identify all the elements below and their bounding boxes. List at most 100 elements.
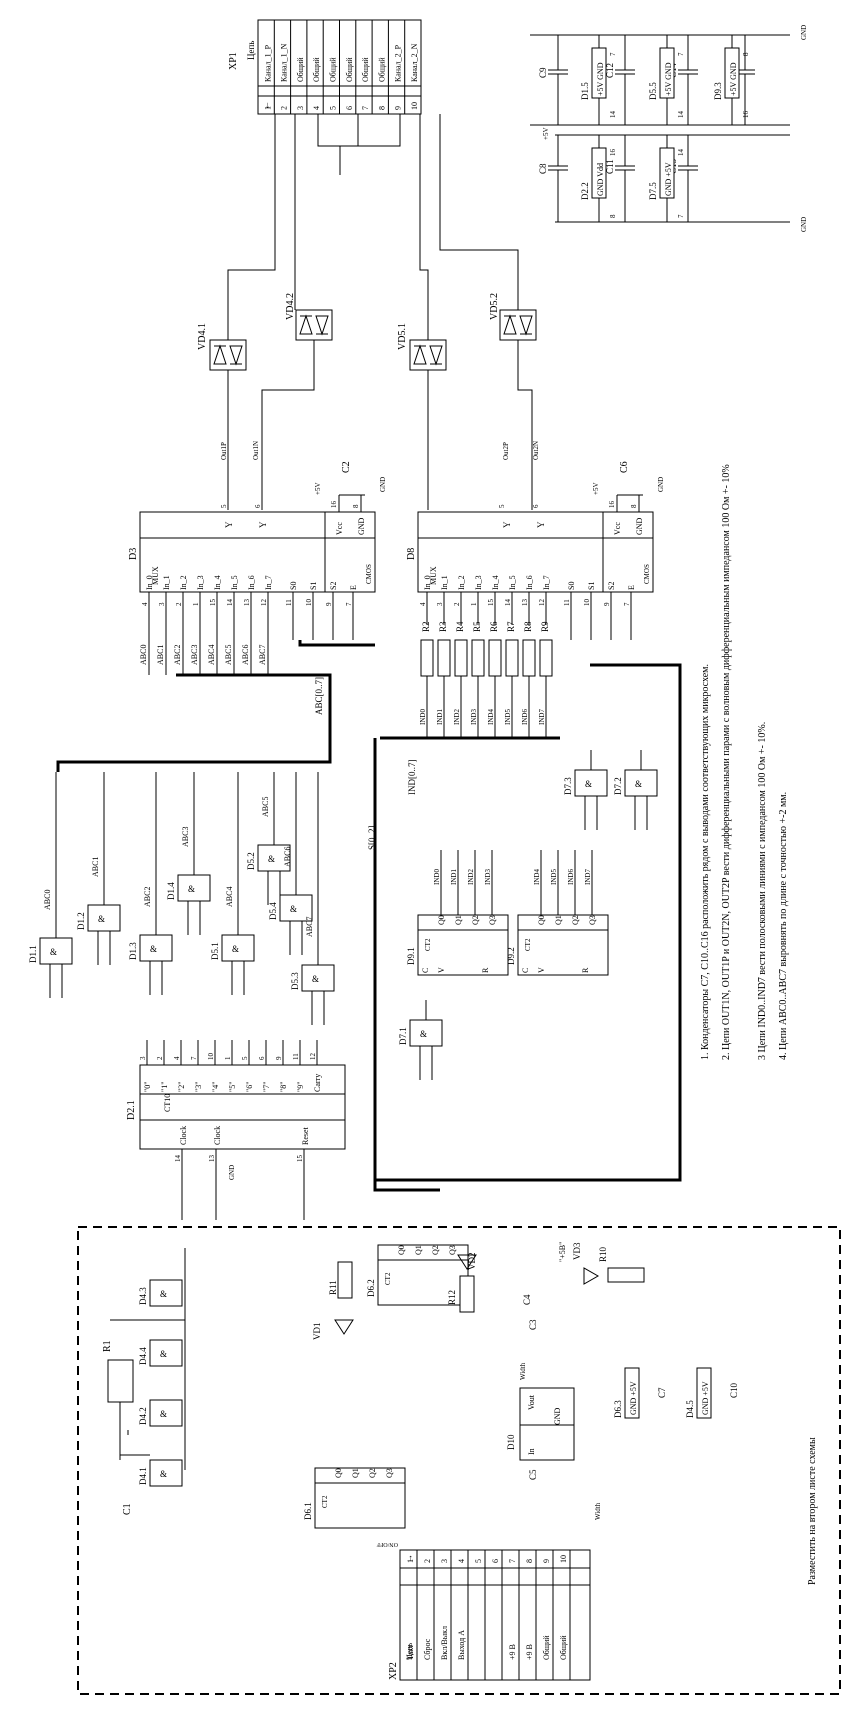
pin-number: 14 — [677, 111, 685, 119]
chip-outline — [696, 1367, 712, 1419]
mux-input-pin: 15 — [487, 599, 495, 607]
gate-ref: D1.2 — [76, 912, 86, 930]
and-symbol: & — [268, 854, 275, 864]
gate-ref: D1.4 — [166, 882, 176, 900]
counter-output-label: Q1 — [454, 915, 463, 925]
xp1-pin-number: 7 — [361, 106, 370, 110]
mux-select-pin: 7 — [623, 602, 631, 606]
pin-number: 16 — [609, 149, 617, 157]
decoupling-block: GND GND +5V C9C12C14C15C8C11C13+5V GNDD1… — [530, 25, 808, 232]
counter-title: CT2 — [384, 1272, 392, 1285]
net-label: IND6 — [567, 869, 575, 885]
xp2-pin-signal: Вкл/Выкл — [440, 1626, 449, 1660]
xp1-pin-signal: Общий — [377, 57, 386, 82]
mux-input-label: In_3 — [196, 575, 205, 590]
xp1-pin-signal: Канал_2_P — [394, 44, 403, 82]
xp2-pin-signal: +9 В — [508, 1644, 517, 1660]
out1p-label: Out1P — [220, 442, 228, 460]
counter-output-label: "9" — [296, 1081, 305, 1092]
mux-input-label: In_0 — [423, 575, 432, 590]
mux-select-pin: 7 — [345, 602, 353, 606]
s-bus-label: S[0..2] — [367, 825, 377, 850]
vcc-label: +5V — [592, 482, 600, 495]
and-symbol: & — [98, 914, 105, 924]
xp2-pin-number: 2 — [423, 1559, 432, 1563]
net-label: IND1 — [436, 709, 444, 725]
mux-input-label: In_2 — [179, 575, 188, 590]
counter-output-label: Q3 — [588, 915, 597, 925]
chip-ref: D5.5 — [648, 82, 658, 100]
xp1-pin-number: 3 — [296, 106, 305, 110]
diode-icon — [299, 314, 313, 335]
resistor-outline — [337, 1261, 353, 1299]
and-gate — [177, 874, 211, 902]
mux-input-pin: 14 — [226, 599, 234, 607]
counter-ref: D9.1 — [406, 947, 416, 965]
counter-input-label: Clock — [213, 1126, 222, 1145]
vd51-label: VD5.1 — [397, 323, 408, 350]
mux-input-label: In_3 — [474, 575, 483, 590]
capacitor-label: C10 — [729, 1382, 739, 1398]
mux-input-label: In_5 — [230, 575, 239, 590]
and-symbol: & — [635, 779, 642, 789]
diode-icon — [429, 345, 443, 366]
counter-pin-label: C — [521, 968, 530, 973]
chip-ref: D4.5 — [685, 1400, 695, 1418]
mux-d8: D8 MUX CMOS In_04In_13In_22In_31In_415In… — [406, 461, 665, 738]
xp2-pin-number: 10 — [559, 1555, 568, 1563]
counter-output-pin: 3 — [139, 1056, 147, 1060]
xp1-pin-signal: Канал_2_N — [410, 43, 419, 82]
net-label: IND2 — [467, 869, 475, 885]
xp2-pin-signal: Выход А — [457, 1630, 466, 1660]
and-gate — [149, 1399, 183, 1427]
counter-d2: D2.1 CT10 "0"3"1"2"2"4"3"7"4"10"5"1"6"5"… — [126, 1040, 346, 1220]
xp1-pin-signal: Общий — [312, 57, 321, 82]
counter-output-pin: 2 — [156, 1056, 164, 1060]
counter-output-pin: 7 — [190, 1056, 198, 1060]
gate-ref: D5.3 — [290, 972, 300, 990]
regulator-outline — [519, 1387, 575, 1461]
mux-power-label: Vcc — [613, 522, 622, 535]
counter-output-label: Q2 — [368, 1468, 377, 1478]
mux-input-label: In_6 — [525, 575, 534, 590]
xp1-pin-signal: Канал_1_N — [280, 43, 289, 82]
c1-label: C1 — [122, 1503, 133, 1515]
resistor-outline — [505, 639, 519, 677]
and-gate — [574, 769, 608, 797]
mux-output-pin: 5 — [220, 504, 228, 508]
resistor-outline — [471, 639, 485, 677]
counter-output-label: Q3 — [448, 1245, 457, 1255]
counter-output-label: "2" — [177, 1081, 186, 1092]
mux-select-pin: 11 — [563, 599, 571, 606]
mux-power-pin: 16 — [608, 501, 616, 509]
xp2-pin-signal: Такт — [406, 1644, 415, 1660]
and-gate — [149, 1339, 183, 1367]
mux-input-pin: 2 — [175, 602, 183, 606]
pin-number: 7 — [677, 214, 685, 218]
and-gate-array: &D1.1ABC0&D1.2ABC1&D1.3ABC2&D1.4ABC3&D5.… — [28, 750, 658, 1080]
and-gate — [39, 937, 73, 965]
and-gate — [149, 1459, 183, 1487]
diode-icon — [503, 314, 517, 335]
capacitor-label: C9 — [538, 67, 548, 78]
mux-d3: D3 MUX CMOS In_04ABC0In_13ABC1In_22ABC2I… — [128, 461, 387, 675]
mux-select-pin: 9 — [603, 602, 611, 606]
gate-ref: D4.1 — [138, 1467, 148, 1485]
net-label: ABC1 — [91, 857, 100, 877]
diode-icon — [413, 344, 427, 365]
counter-pin-label: R — [481, 967, 490, 973]
capacitor-label: C8 — [538, 163, 548, 174]
and-symbol: & — [160, 1469, 167, 1479]
regulator-pin-label: In — [527, 1448, 536, 1455]
mux-output-label: Y — [258, 521, 268, 528]
counter-outline — [517, 914, 609, 976]
mux-input-pin: 12 — [260, 599, 268, 607]
net-label: IND5 — [504, 709, 512, 725]
vcc-label: +5V — [314, 482, 322, 495]
counter-output-pin: 1 — [224, 1056, 232, 1060]
pin-number: 8 — [609, 214, 617, 218]
width-label: Width — [519, 1362, 527, 1380]
